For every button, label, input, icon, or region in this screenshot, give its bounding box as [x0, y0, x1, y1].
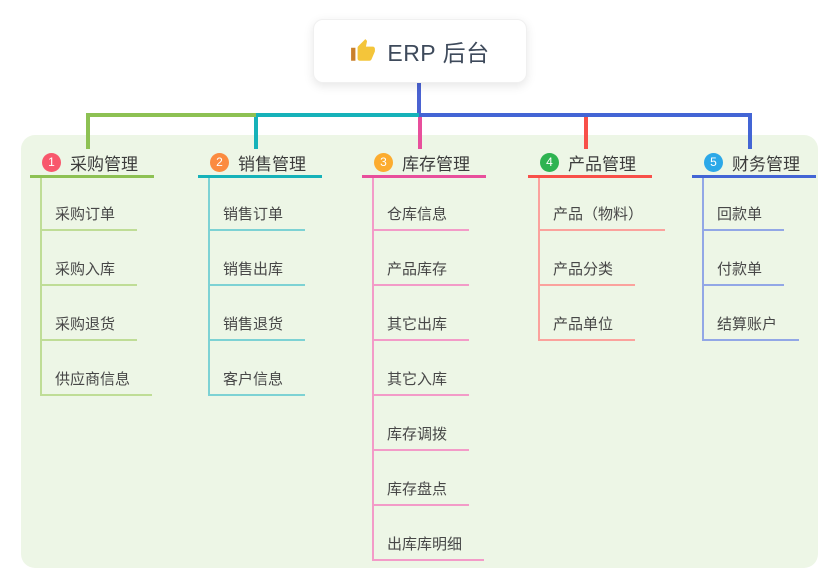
node-product-material[interactable]: 产品（物料） — [538, 202, 666, 231]
node-label: 付款单 — [717, 261, 763, 278]
root-node-title: ERP 后台 — [387, 40, 490, 66]
node-label: 采购订单 — [55, 206, 116, 223]
node-customer-info[interactable]: 客户信息 — [208, 367, 306, 396]
node-label: 库存盘点 — [387, 481, 448, 498]
branch-product-heading[interactable]: 4 产品管理 — [528, 149, 652, 178]
branch-inventory-heading[interactable]: 3 库存管理 — [362, 149, 486, 178]
node-label: 销售退货 — [223, 316, 284, 333]
node-payment-bill[interactable]: 付款单 — [702, 257, 785, 286]
node-label: 采购退货 — [55, 316, 116, 333]
node-product-stock[interactable]: 产品库存 — [372, 257, 470, 286]
branch-label: 采购管理 — [70, 154, 138, 174]
node-label: 出库库明细 — [387, 536, 463, 553]
node-settlement-account[interactable]: 结算账户 — [702, 312, 800, 341]
connector-segment-blue — [419, 113, 752, 117]
node-label: 其它入库 — [387, 371, 448, 388]
node-sales-order[interactable]: 销售订单 — [208, 202, 306, 231]
node-label: 销售出库 — [223, 261, 284, 278]
branch-purchase-heading[interactable]: 1 采购管理 — [30, 149, 154, 178]
branch-sales-child-line — [208, 178, 210, 396]
branch-label: 财务管理 — [732, 154, 800, 174]
node-label: 供应商信息 — [55, 371, 131, 388]
node-purchase-inbound[interactable]: 采购入库 — [40, 257, 138, 286]
node-label: 客户信息 — [223, 371, 284, 388]
node-other-outbound[interactable]: 其它出库 — [372, 312, 470, 341]
branch5-drop-line — [748, 117, 752, 149]
node-label: 采购入库 — [55, 261, 116, 278]
branch-number-badge: 3 — [374, 152, 393, 172]
branch-inventory-child-line — [372, 178, 374, 561]
node-purchase-order[interactable]: 采购订单 — [40, 202, 138, 231]
branch-number-badge: 2 — [210, 152, 229, 172]
node-warehouse-info[interactable]: 仓库信息 — [372, 202, 470, 231]
node-outbound-detail[interactable]: 出库库明细 — [372, 532, 485, 561]
mindmap-background-panel — [21, 135, 818, 568]
thumbs-up-icon — [350, 38, 376, 64]
node-supplier-info[interactable]: 供应商信息 — [40, 367, 153, 396]
root-connector-line — [417, 80, 421, 117]
branch4-drop-line — [584, 117, 588, 149]
node-label: 其它出库 — [387, 316, 448, 333]
node-label: 产品（物料） — [553, 206, 644, 223]
branch-sales-heading[interactable]: 2 销售管理 — [198, 149, 322, 178]
connector-segment-green — [86, 113, 256, 117]
node-sales-return[interactable]: 销售退货 — [208, 312, 306, 341]
node-label: 产品分类 — [553, 261, 614, 278]
branch-number-badge: 4 — [540, 152, 559, 172]
branch-label: 产品管理 — [568, 154, 636, 174]
branch-label: 库存管理 — [402, 154, 470, 174]
node-label: 产品库存 — [387, 261, 448, 278]
node-other-inbound[interactable]: 其它入库 — [372, 367, 470, 396]
branch1-drop-line — [86, 117, 90, 149]
node-label: 结算账户 — [717, 316, 778, 333]
node-label: 销售订单 — [223, 206, 284, 223]
branch-number-badge: 1 — [42, 152, 61, 172]
connector-segment-teal — [256, 113, 420, 117]
node-stock-transfer[interactable]: 库存调拨 — [372, 422, 470, 451]
node-label: 回款单 — [717, 206, 763, 223]
branch-label: 销售管理 — [238, 154, 306, 174]
node-receipt-bill[interactable]: 回款单 — [702, 202, 785, 231]
node-product-unit[interactable]: 产品单位 — [538, 312, 636, 341]
node-label: 产品单位 — [553, 316, 614, 333]
node-purchase-return[interactable]: 采购退货 — [40, 312, 138, 341]
branch-purchase-child-line — [40, 178, 42, 396]
root-node-erp[interactable]: ERP 后台 — [313, 19, 527, 83]
node-product-category[interactable]: 产品分类 — [538, 257, 636, 286]
branch-finance-heading[interactable]: 5 财务管理 — [692, 149, 816, 178]
branch-product-child-line — [538, 178, 540, 341]
branch3-drop-line — [418, 117, 422, 149]
node-label: 仓库信息 — [387, 206, 448, 223]
branch-number-badge: 5 — [704, 152, 723, 172]
branch-finance-child-line — [702, 178, 704, 341]
node-sales-outbound[interactable]: 销售出库 — [208, 257, 306, 286]
branch2-drop-line — [254, 117, 258, 149]
node-stock-count[interactable]: 库存盘点 — [372, 477, 470, 506]
node-label: 库存调拨 — [387, 426, 448, 443]
